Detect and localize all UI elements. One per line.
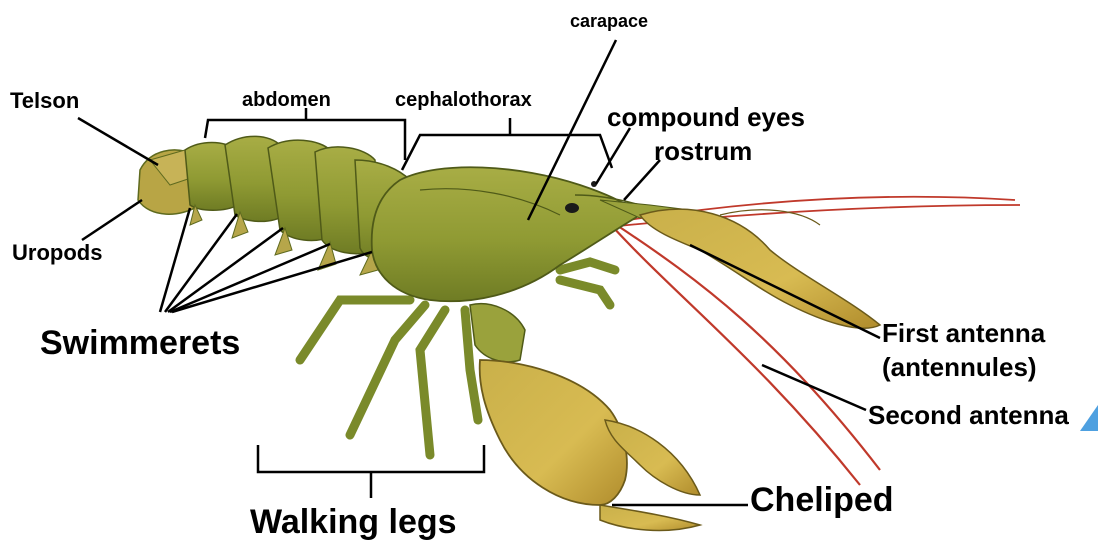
label-uropods: Uropods (12, 242, 102, 264)
walking-legs-bracket (258, 445, 484, 498)
first-antenna-leader (690, 245, 880, 338)
label-telson: Telson (10, 90, 79, 112)
swimmerets-leader-2 (165, 214, 237, 312)
label-antennules: (antennules) (882, 354, 1037, 380)
label-cephalothorax: cephalothorax (395, 90, 532, 110)
second-antenna-leader (762, 365, 866, 410)
label-compound-eyes: compound eyes (607, 104, 805, 130)
label-cheliped: Cheliped (750, 483, 894, 517)
uropods-leader (82, 200, 142, 240)
rostrum-leader (624, 160, 660, 200)
swimmerets-leader-4 (170, 244, 330, 312)
cheliped-drawing (470, 304, 700, 531)
cephalothorax-bracket (402, 118, 612, 170)
label-first-antenna: First antenna (882, 320, 1045, 346)
label-second-antenna: Second antenna (868, 402, 1069, 428)
label-rostrum: rostrum (654, 138, 752, 164)
carapace-drawing (372, 167, 690, 301)
label-abdomen: abdomen (242, 90, 331, 110)
corner-accent-triangle (1080, 405, 1098, 431)
label-walking-legs: Walking legs (250, 505, 457, 539)
label-swimmerets: Swimmerets (40, 326, 240, 360)
telson-leader (78, 118, 158, 165)
label-carapace: carapace (570, 12, 648, 30)
small-claw-drawing (640, 209, 880, 328)
